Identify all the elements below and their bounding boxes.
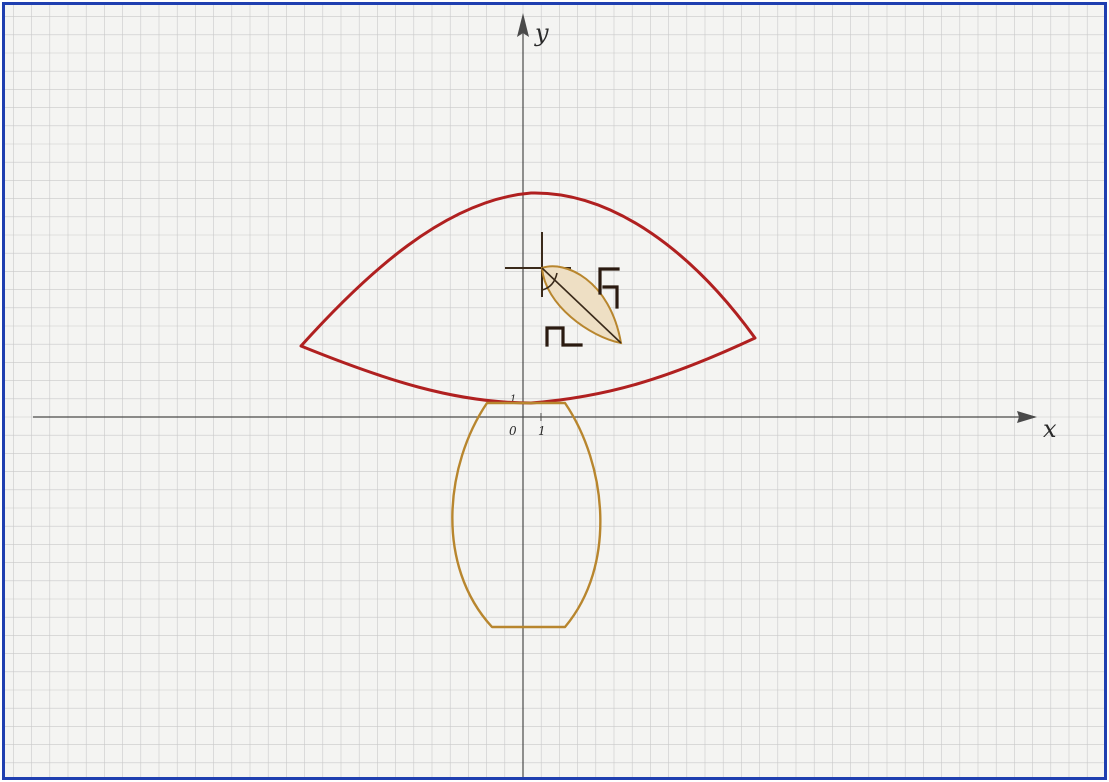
x-axis-arrow-icon [1017, 411, 1037, 423]
origin-label: 0 [509, 424, 517, 438]
mushroom-cap-outline [299, 191, 757, 405]
graph-paper-drawing: x y 0 1 1 [5, 5, 1104, 777]
y-axis-arrow-icon [517, 13, 529, 37]
x-axis-label: x [1043, 415, 1057, 443]
unit-y-label: 1 [510, 394, 516, 405]
ornament-step-symbol-lower [545, 326, 583, 347]
unit-x-label: 1 [538, 424, 546, 438]
y-axis-label: y [534, 19, 549, 47]
ornament-small-arc [541, 272, 558, 291]
graph-paper-grid [5, 5, 1104, 777]
ornament-step-symbol-upper [598, 267, 620, 309]
mushroom-stem-outline [451, 401, 602, 629]
